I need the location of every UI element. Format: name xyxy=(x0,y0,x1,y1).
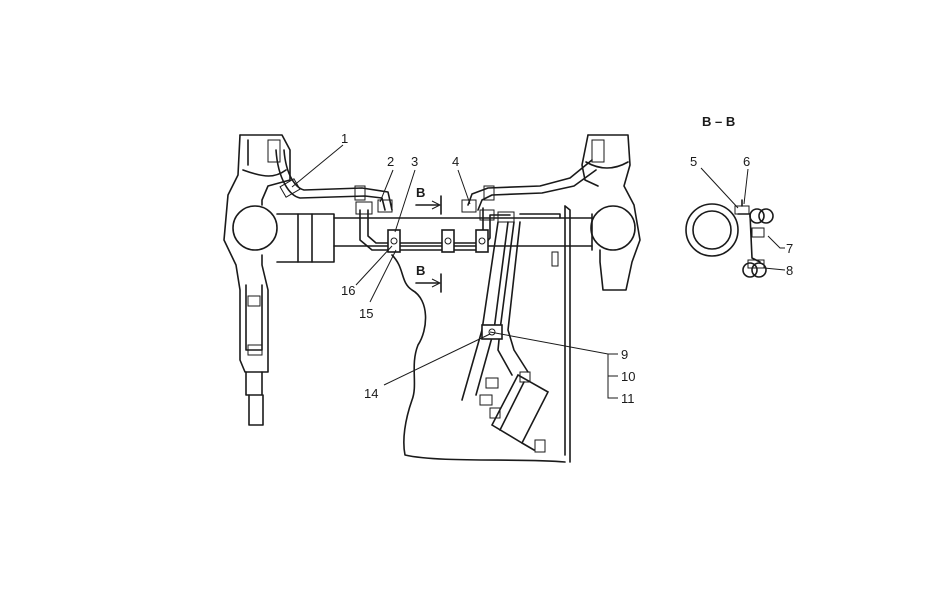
callout-6: 6 xyxy=(743,154,750,169)
valve-block xyxy=(479,371,550,453)
right-steering-knuckle xyxy=(581,134,641,291)
left-steering-knuckle xyxy=(223,134,291,426)
callout-3: 3 xyxy=(411,154,418,169)
callout-1: 1 xyxy=(341,131,348,146)
callout-5: 5 xyxy=(690,154,697,169)
section-title: В – В xyxy=(702,114,735,129)
tube-along-axle xyxy=(355,199,515,253)
break-line xyxy=(391,254,566,463)
axle-beam xyxy=(276,205,593,463)
hose-left xyxy=(275,149,393,211)
callout-8: 8 xyxy=(786,263,793,278)
leader-lines xyxy=(291,144,786,399)
callout-7: 7 xyxy=(786,241,793,256)
tubes-down-to-valve xyxy=(461,221,529,401)
callout-15: 15 xyxy=(359,306,373,321)
callout-labels: 1 2 3 4 5 6 7 8 9 10 11 14 15 16 xyxy=(341,131,793,406)
hose-right xyxy=(467,159,597,211)
section-view-b-b: В – В xyxy=(685,114,774,278)
callout-14: 14 xyxy=(364,386,378,401)
callout-11: 11 xyxy=(621,391,635,406)
section-mark-upper-label: В xyxy=(416,185,425,200)
callout-4: 4 xyxy=(452,154,459,169)
section-mark-lower: В xyxy=(415,263,442,293)
section-mark-lower-label: В xyxy=(416,263,425,278)
callout-10: 10 xyxy=(621,369,635,384)
section-mark-upper: В xyxy=(415,185,442,215)
callout-9: 9 xyxy=(621,347,628,362)
callout-16: 16 xyxy=(341,283,355,298)
callout-2: 2 xyxy=(387,154,394,169)
